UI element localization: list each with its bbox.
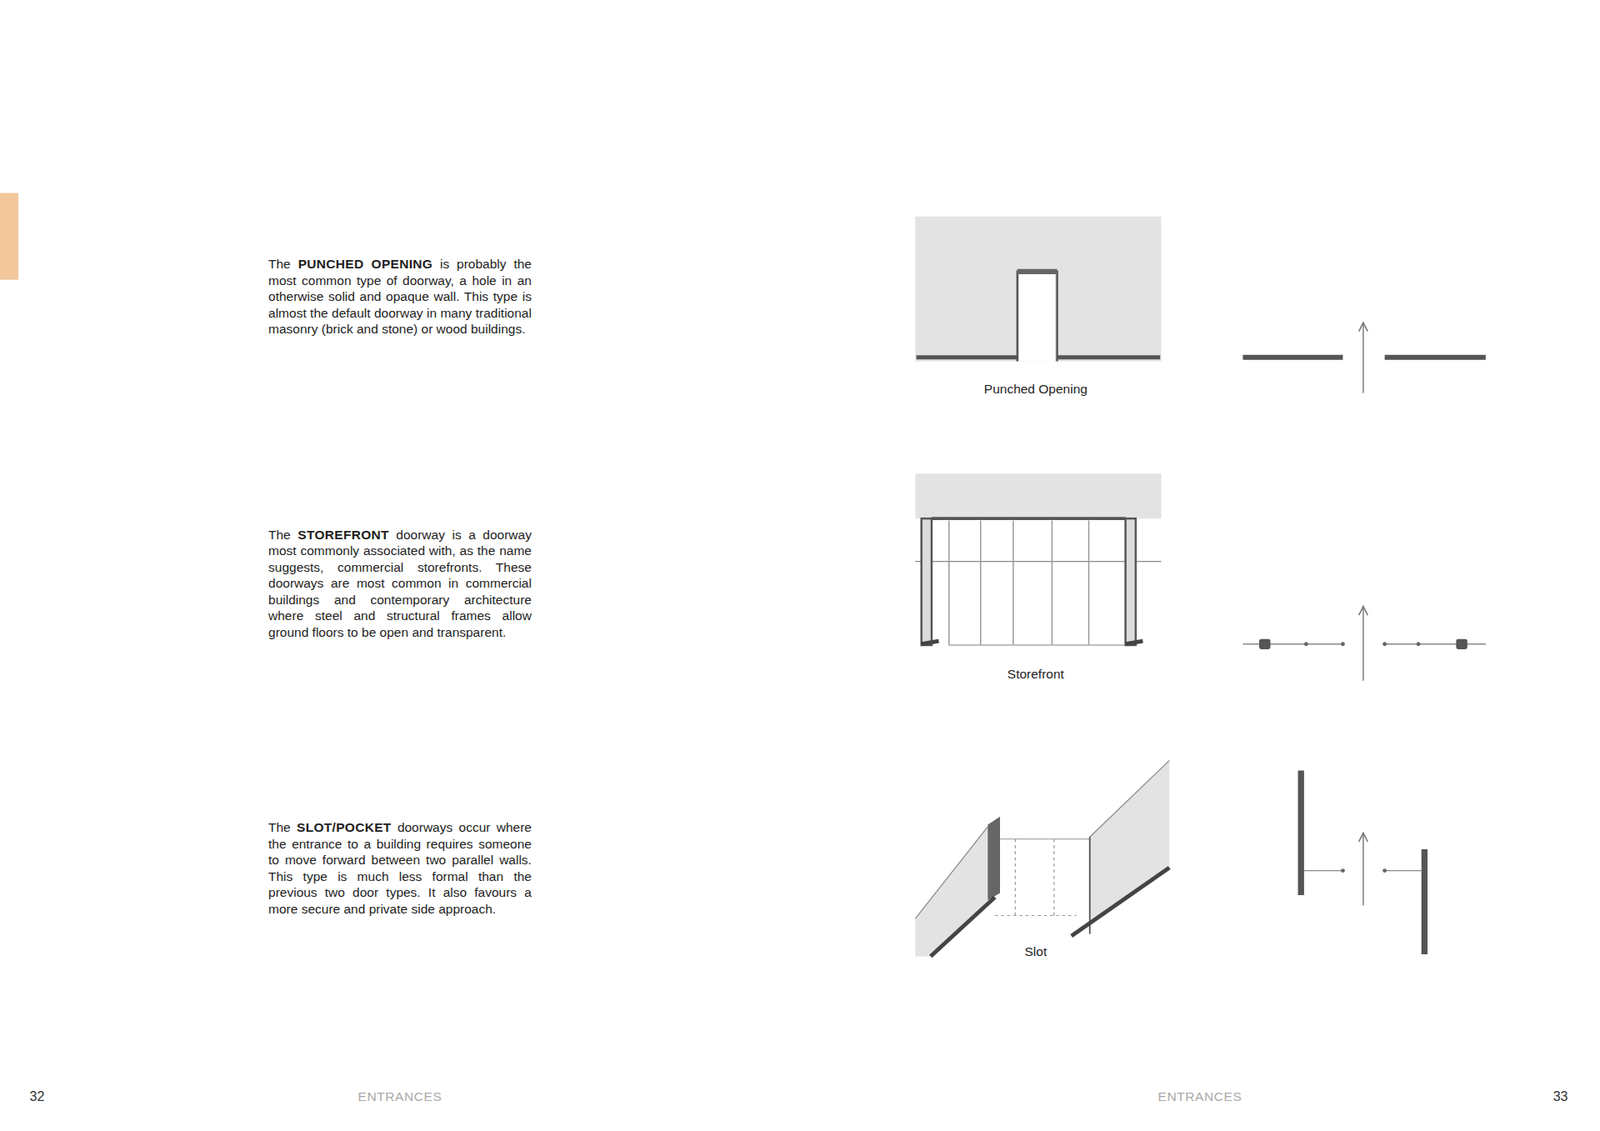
slot-head	[1000, 838, 1090, 840]
term: SLOT/POCKET	[296, 820, 392, 835]
body-paragraph: The STOREFRONT doorway is a doorway most…	[268, 526, 532, 641]
door-lintel	[1017, 269, 1058, 275]
entry-arrow	[1362, 605, 1364, 680]
left-wall-top	[915, 826, 988, 919]
body-paragraph: The SLOT/POCKET doorways occur where the…	[268, 819, 532, 917]
plan-mullion	[1340, 641, 1345, 646]
running-header: ENTRANCES	[1158, 1089, 1243, 1105]
page-number: 33	[1553, 1089, 1569, 1105]
entry-arrow	[1362, 322, 1364, 393]
entry-arrow	[1362, 832, 1364, 905]
term: PUNCHED OPENING	[298, 256, 434, 271]
plan-jamb	[1382, 868, 1387, 873]
plan-column	[1455, 639, 1467, 650]
figure-caption: Storefront	[1007, 666, 1065, 682]
figure-caption: Slot	[1024, 944, 1047, 960]
plan-wall	[1298, 770, 1305, 895]
plan-glazing	[1242, 643, 1485, 645]
door-frame	[1017, 271, 1058, 362]
glass-sill	[949, 644, 1126, 645]
wall-elevation	[915, 216, 1161, 362]
section-tab	[0, 193, 19, 280]
plan-wall	[1421, 849, 1428, 955]
plan-mullion	[1382, 641, 1387, 646]
right-wall-edge	[1089, 836, 1091, 934]
slot-door-outline	[995, 839, 1077, 916]
glass-mullions	[949, 520, 1090, 645]
storefront-column	[921, 518, 932, 645]
plan-column	[1259, 639, 1270, 650]
left-wall-end	[987, 816, 1000, 900]
plan-mullion	[1416, 641, 1421, 646]
column-base	[921, 640, 1144, 645]
body-paragraph: The PUNCHED OPENING is probably the most…	[268, 255, 532, 338]
door-opening	[1019, 273, 1055, 361]
right-wall-top	[1090, 760, 1170, 837]
transom-line	[915, 560, 1161, 562]
storefront-column	[1125, 518, 1136, 645]
running-header: ENTRANCES	[358, 1089, 443, 1105]
term: STOREFRONT	[297, 527, 390, 542]
page-number: 32	[30, 1089, 45, 1105]
storefront-beam	[931, 516, 1126, 520]
wall-base	[916, 355, 1161, 360]
plan-jamb	[1340, 868, 1345, 873]
facade-band	[915, 473, 1161, 519]
right-wall-base	[1071, 867, 1170, 936]
plan-wall	[1242, 355, 1485, 360]
plan-mullion	[1304, 641, 1309, 646]
figure-caption: Punched Opening	[984, 381, 1088, 397]
left-wall-base	[930, 896, 995, 956]
